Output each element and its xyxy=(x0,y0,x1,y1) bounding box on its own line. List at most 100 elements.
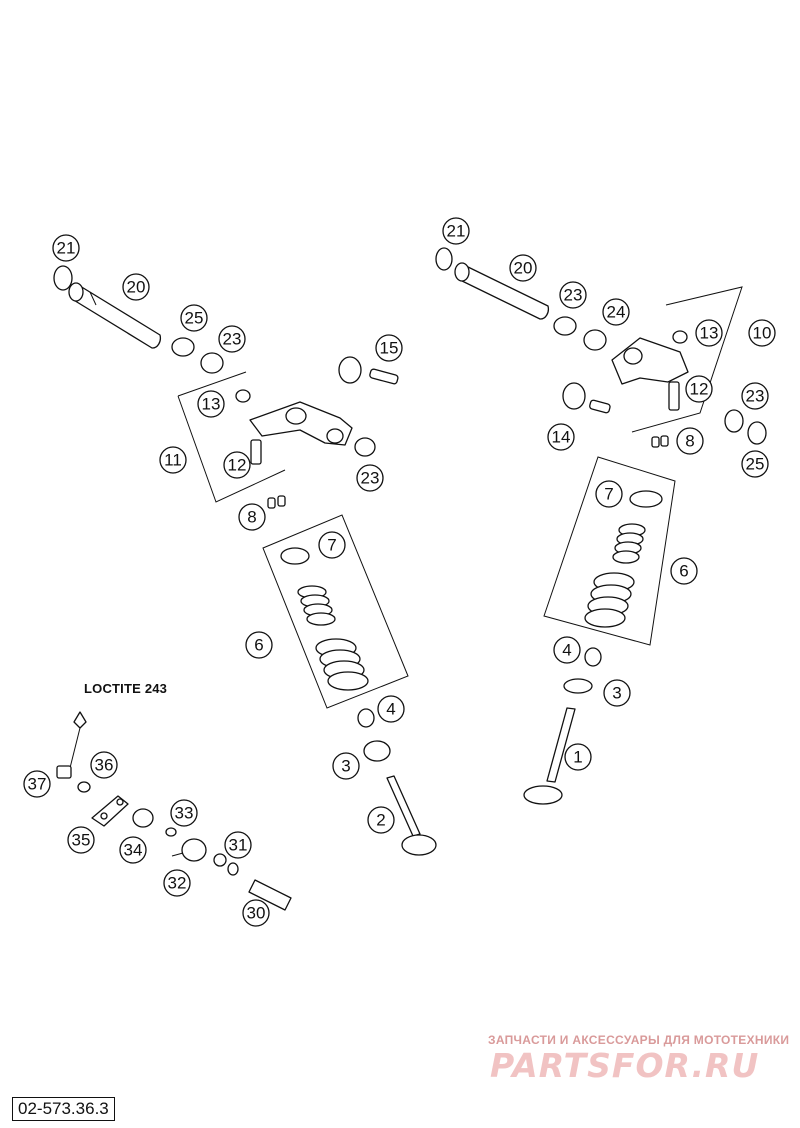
callout-15: 15 xyxy=(375,334,403,362)
svg-text:21: 21 xyxy=(57,239,76,258)
spring-box-6-left xyxy=(262,514,409,709)
svg-text:12: 12 xyxy=(228,456,247,475)
svg-text:30: 30 xyxy=(247,904,266,923)
callout-24: 24 xyxy=(602,298,630,326)
callout-23-right: 23 xyxy=(559,281,587,309)
svg-text:32: 32 xyxy=(168,874,187,893)
spring-retainer-7-left xyxy=(280,547,310,565)
watermark-logo: PARTSFOR.RU xyxy=(490,1046,760,1085)
plate-35 xyxy=(91,795,129,827)
washer-23-right-b xyxy=(724,409,744,433)
callout-20-right: 20 xyxy=(509,254,537,282)
svg-text:21: 21 xyxy=(447,222,466,241)
svg-text:23: 23 xyxy=(746,387,765,406)
callout-12-right: 12 xyxy=(685,375,713,403)
svg-text:23: 23 xyxy=(223,330,242,349)
svg-text:20: 20 xyxy=(514,259,533,278)
loctite-leader xyxy=(69,727,81,769)
callout-8-right: 8 xyxy=(676,427,704,455)
washer-23-left-b xyxy=(354,437,376,457)
nut-13-right xyxy=(672,330,688,344)
outer-spring-6-right xyxy=(584,572,635,628)
callout-13-right: 13 xyxy=(695,319,723,347)
callout-23-left: 23 xyxy=(218,325,246,353)
svg-text:25: 25 xyxy=(746,455,765,474)
svg-text:23: 23 xyxy=(361,469,380,488)
svg-text:13: 13 xyxy=(202,395,221,414)
washer-25-right xyxy=(747,421,767,445)
callout-23-right-b: 23 xyxy=(741,382,769,410)
rocker-shaft-20-left xyxy=(68,282,162,349)
callout-33: 33 xyxy=(170,799,198,827)
spring-retainer-7-right xyxy=(629,490,663,508)
screw-37 xyxy=(56,765,72,779)
washer-24 xyxy=(583,329,607,351)
spring-seat-3-right xyxy=(563,678,593,694)
rocker-shaft-20-right xyxy=(454,262,550,320)
loctite-drop xyxy=(73,711,87,729)
callout-4-right: 4 xyxy=(553,636,581,664)
svg-text:24: 24 xyxy=(607,303,626,322)
callout-20-left: 20 xyxy=(122,273,150,301)
svg-text:8: 8 xyxy=(685,432,694,451)
bearing-34 xyxy=(132,808,154,828)
svg-text:12: 12 xyxy=(690,380,709,399)
svg-text:23: 23 xyxy=(564,286,583,305)
inner-spring-6-right xyxy=(612,523,646,564)
ring-33 xyxy=(165,827,177,837)
callout-8-left: 8 xyxy=(238,503,266,531)
svg-text:7: 7 xyxy=(327,536,336,555)
svg-text:34: 34 xyxy=(124,841,143,860)
svg-text:3: 3 xyxy=(341,757,350,776)
adjust-screw-12-right xyxy=(668,381,680,411)
washer-31-a xyxy=(213,853,227,867)
svg-text:35: 35 xyxy=(72,831,91,850)
callout-7-right: 7 xyxy=(595,480,623,508)
svg-text:13: 13 xyxy=(700,324,719,343)
drawing-number: 02-573.36.3 xyxy=(12,1097,115,1121)
svg-text:36: 36 xyxy=(95,756,114,775)
callout-4-left: 4 xyxy=(377,695,405,723)
collet-8-left-b xyxy=(277,495,286,507)
o-ring-21-left xyxy=(53,265,73,291)
callout-34: 34 xyxy=(119,836,147,864)
callout-32: 32 xyxy=(163,869,191,897)
svg-text:4: 4 xyxy=(386,700,395,719)
inner-spring-6-left xyxy=(297,585,336,626)
svg-text:10: 10 xyxy=(753,324,772,343)
valve-1 xyxy=(523,707,576,805)
callout-3-left: 3 xyxy=(332,752,360,780)
callout-14: 14 xyxy=(547,423,575,451)
pin-14 xyxy=(589,399,611,414)
svg-text:33: 33 xyxy=(175,804,194,823)
callout-21-right: 21 xyxy=(442,217,470,245)
rocker-arm-box-11 xyxy=(177,371,286,503)
callout-6-left: 6 xyxy=(245,631,273,659)
o-ring-21-right xyxy=(435,247,453,271)
callout-31: 31 xyxy=(224,831,252,859)
adjust-screw-12-left xyxy=(250,439,262,465)
svg-text:15: 15 xyxy=(380,339,399,358)
callout-21-left: 21 xyxy=(52,234,80,262)
svg-text:31: 31 xyxy=(229,836,248,855)
valve-seal-4-left xyxy=(357,708,375,728)
loctite-note: LOCTITE 243 xyxy=(84,681,168,696)
callout-10: 10 xyxy=(748,319,776,347)
svg-text:1: 1 xyxy=(573,748,582,767)
svg-text:3: 3 xyxy=(612,684,621,703)
svg-text:8: 8 xyxy=(247,508,256,527)
svg-text:7: 7 xyxy=(604,485,613,504)
svg-text:6: 6 xyxy=(254,636,263,655)
spring-box-6-right xyxy=(543,456,676,646)
callout-30: 30 xyxy=(242,899,270,927)
washer-23-left xyxy=(200,352,224,374)
watermark-tagline: ЗАПЧАСТИ И АКСЕССУАРЫ ДЛЯ МОТОТЕХНИКИ xyxy=(488,1033,790,1047)
callout-11: 11 xyxy=(159,446,187,474)
rocker-arm-box-10 xyxy=(631,286,743,433)
svg-text:25: 25 xyxy=(185,309,204,328)
pin-15 xyxy=(369,368,399,385)
callout-36: 36 xyxy=(90,751,118,779)
svg-text:14: 14 xyxy=(552,428,571,447)
washer-36 xyxy=(77,781,91,793)
